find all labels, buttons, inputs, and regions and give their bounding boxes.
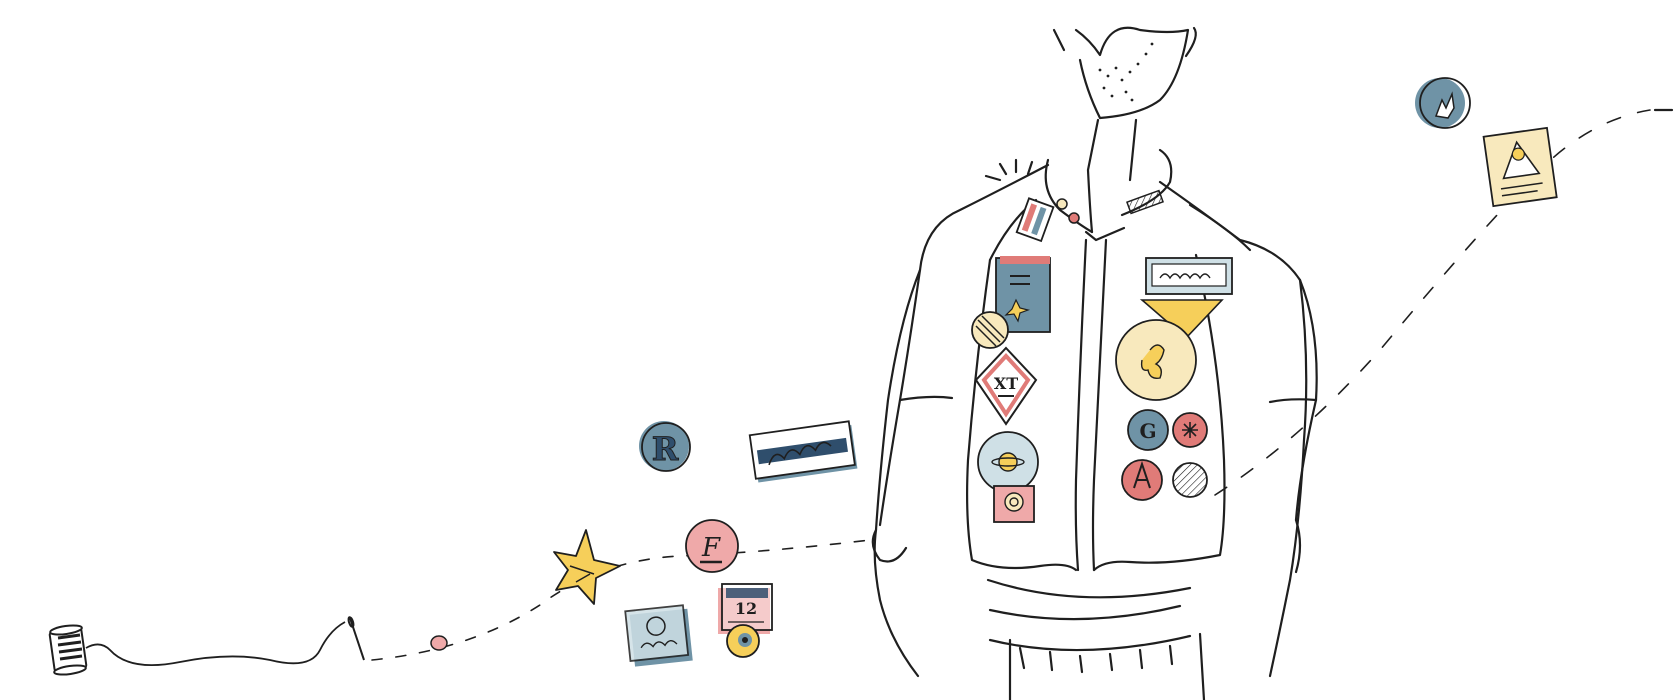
square-tag-number: 12 (735, 599, 757, 618)
eye-button-patch (726, 624, 760, 658)
name-badge-patch (1145, 257, 1233, 295)
round-g-patch: G (1127, 409, 1169, 451)
monogram-f-letter: F (701, 533, 721, 563)
collar-pins (1056, 189, 1164, 224)
jacket-figure (871, 26, 1318, 700)
triangle-card-patch (1482, 126, 1558, 208)
diamond-xt-patch: XT (974, 346, 1038, 426)
striped-button-patch (971, 311, 1009, 349)
star-patch (553, 529, 621, 605)
name-tape-patch (748, 420, 858, 483)
asterisk-patch (1172, 412, 1208, 448)
hand-round-patch (1415, 77, 1471, 129)
stamp-patch (624, 604, 693, 667)
round-a-patch: A (1121, 459, 1163, 501)
monogram-r-patch: R (639, 421, 691, 472)
round-g-letter: G (1139, 419, 1156, 443)
stubble-dots (1098, 42, 1154, 102)
monogram-f-patch: F (685, 519, 739, 573)
medal-patch (1115, 299, 1224, 401)
hatched-button-patch (1172, 462, 1208, 498)
thread-spool-icon (48, 624, 88, 676)
monogram-r-letter: R (652, 430, 679, 468)
bead-dot (430, 635, 448, 651)
shoulder-stripe-patch (1015, 197, 1055, 243)
thread-line (85, 621, 346, 667)
needle-icon (347, 616, 365, 661)
pink-stamp-patch (993, 485, 1035, 523)
diamond-letters: XT (994, 374, 1018, 393)
planet-patch (977, 431, 1039, 493)
thread-path (371, 108, 1674, 661)
